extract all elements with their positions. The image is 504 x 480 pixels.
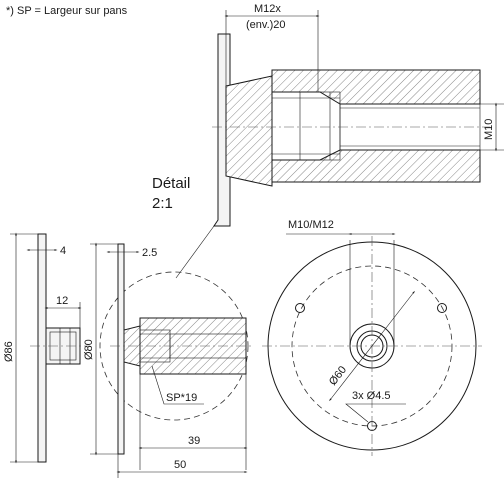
hole-top-right: [437, 303, 447, 313]
dim-dia60-label: Ø60: [327, 364, 349, 388]
dim-holes-leader: [345, 403, 406, 423]
dim-sp19-label: SP*19: [166, 392, 197, 404]
side-view-plate: Ø86 4 12: [3, 232, 90, 464]
dim-env20-label: (env.)20: [246, 19, 286, 31]
dim-dia80-label: Ø80: [83, 339, 95, 360]
side-plate: [37, 233, 47, 463]
standoff-plate: [117, 243, 125, 455]
dim-12-label: 12: [56, 295, 68, 307]
dim-dia86-label: Ø86: [3, 341, 15, 362]
detail-body-upper: [271, 69, 481, 105]
side-view-standoff: Ø80 2.5 SP*19 39 50: [83, 242, 254, 478]
detail-body-lower: [271, 149, 481, 183]
dim-holes-label: 3x Ø4.5: [352, 390, 391, 402]
detail-collar: [225, 75, 273, 187]
legend-note: *) SP = Largeur sur pans: [6, 5, 128, 17]
detail-title: Détail: [152, 175, 190, 192]
dim-dia60-line: [329, 290, 415, 402]
detail-scale: 2:1: [152, 195, 173, 212]
dim-sp19-leader: [151, 365, 204, 405]
dim-39-label: 39: [188, 435, 200, 447]
dim-50-label: 50: [174, 459, 186, 471]
hole-top-left: [295, 303, 305, 313]
dim-m10-m12-label: M10/M12: [288, 219, 334, 231]
dim-2-5-label: 2.5: [142, 247, 157, 259]
front-view: M10/M12 Ø60 3x Ø4.5: [262, 219, 482, 456]
detail-leader: [175, 225, 215, 279]
detail-view: M12x (env.)20 M10: [212, 3, 504, 227]
detail-circle: [99, 271, 249, 421]
dim-m12x-label: M12x: [254, 3, 281, 15]
dim-m10-label: M10: [483, 119, 495, 140]
dim-4-label: 4: [60, 245, 66, 257]
